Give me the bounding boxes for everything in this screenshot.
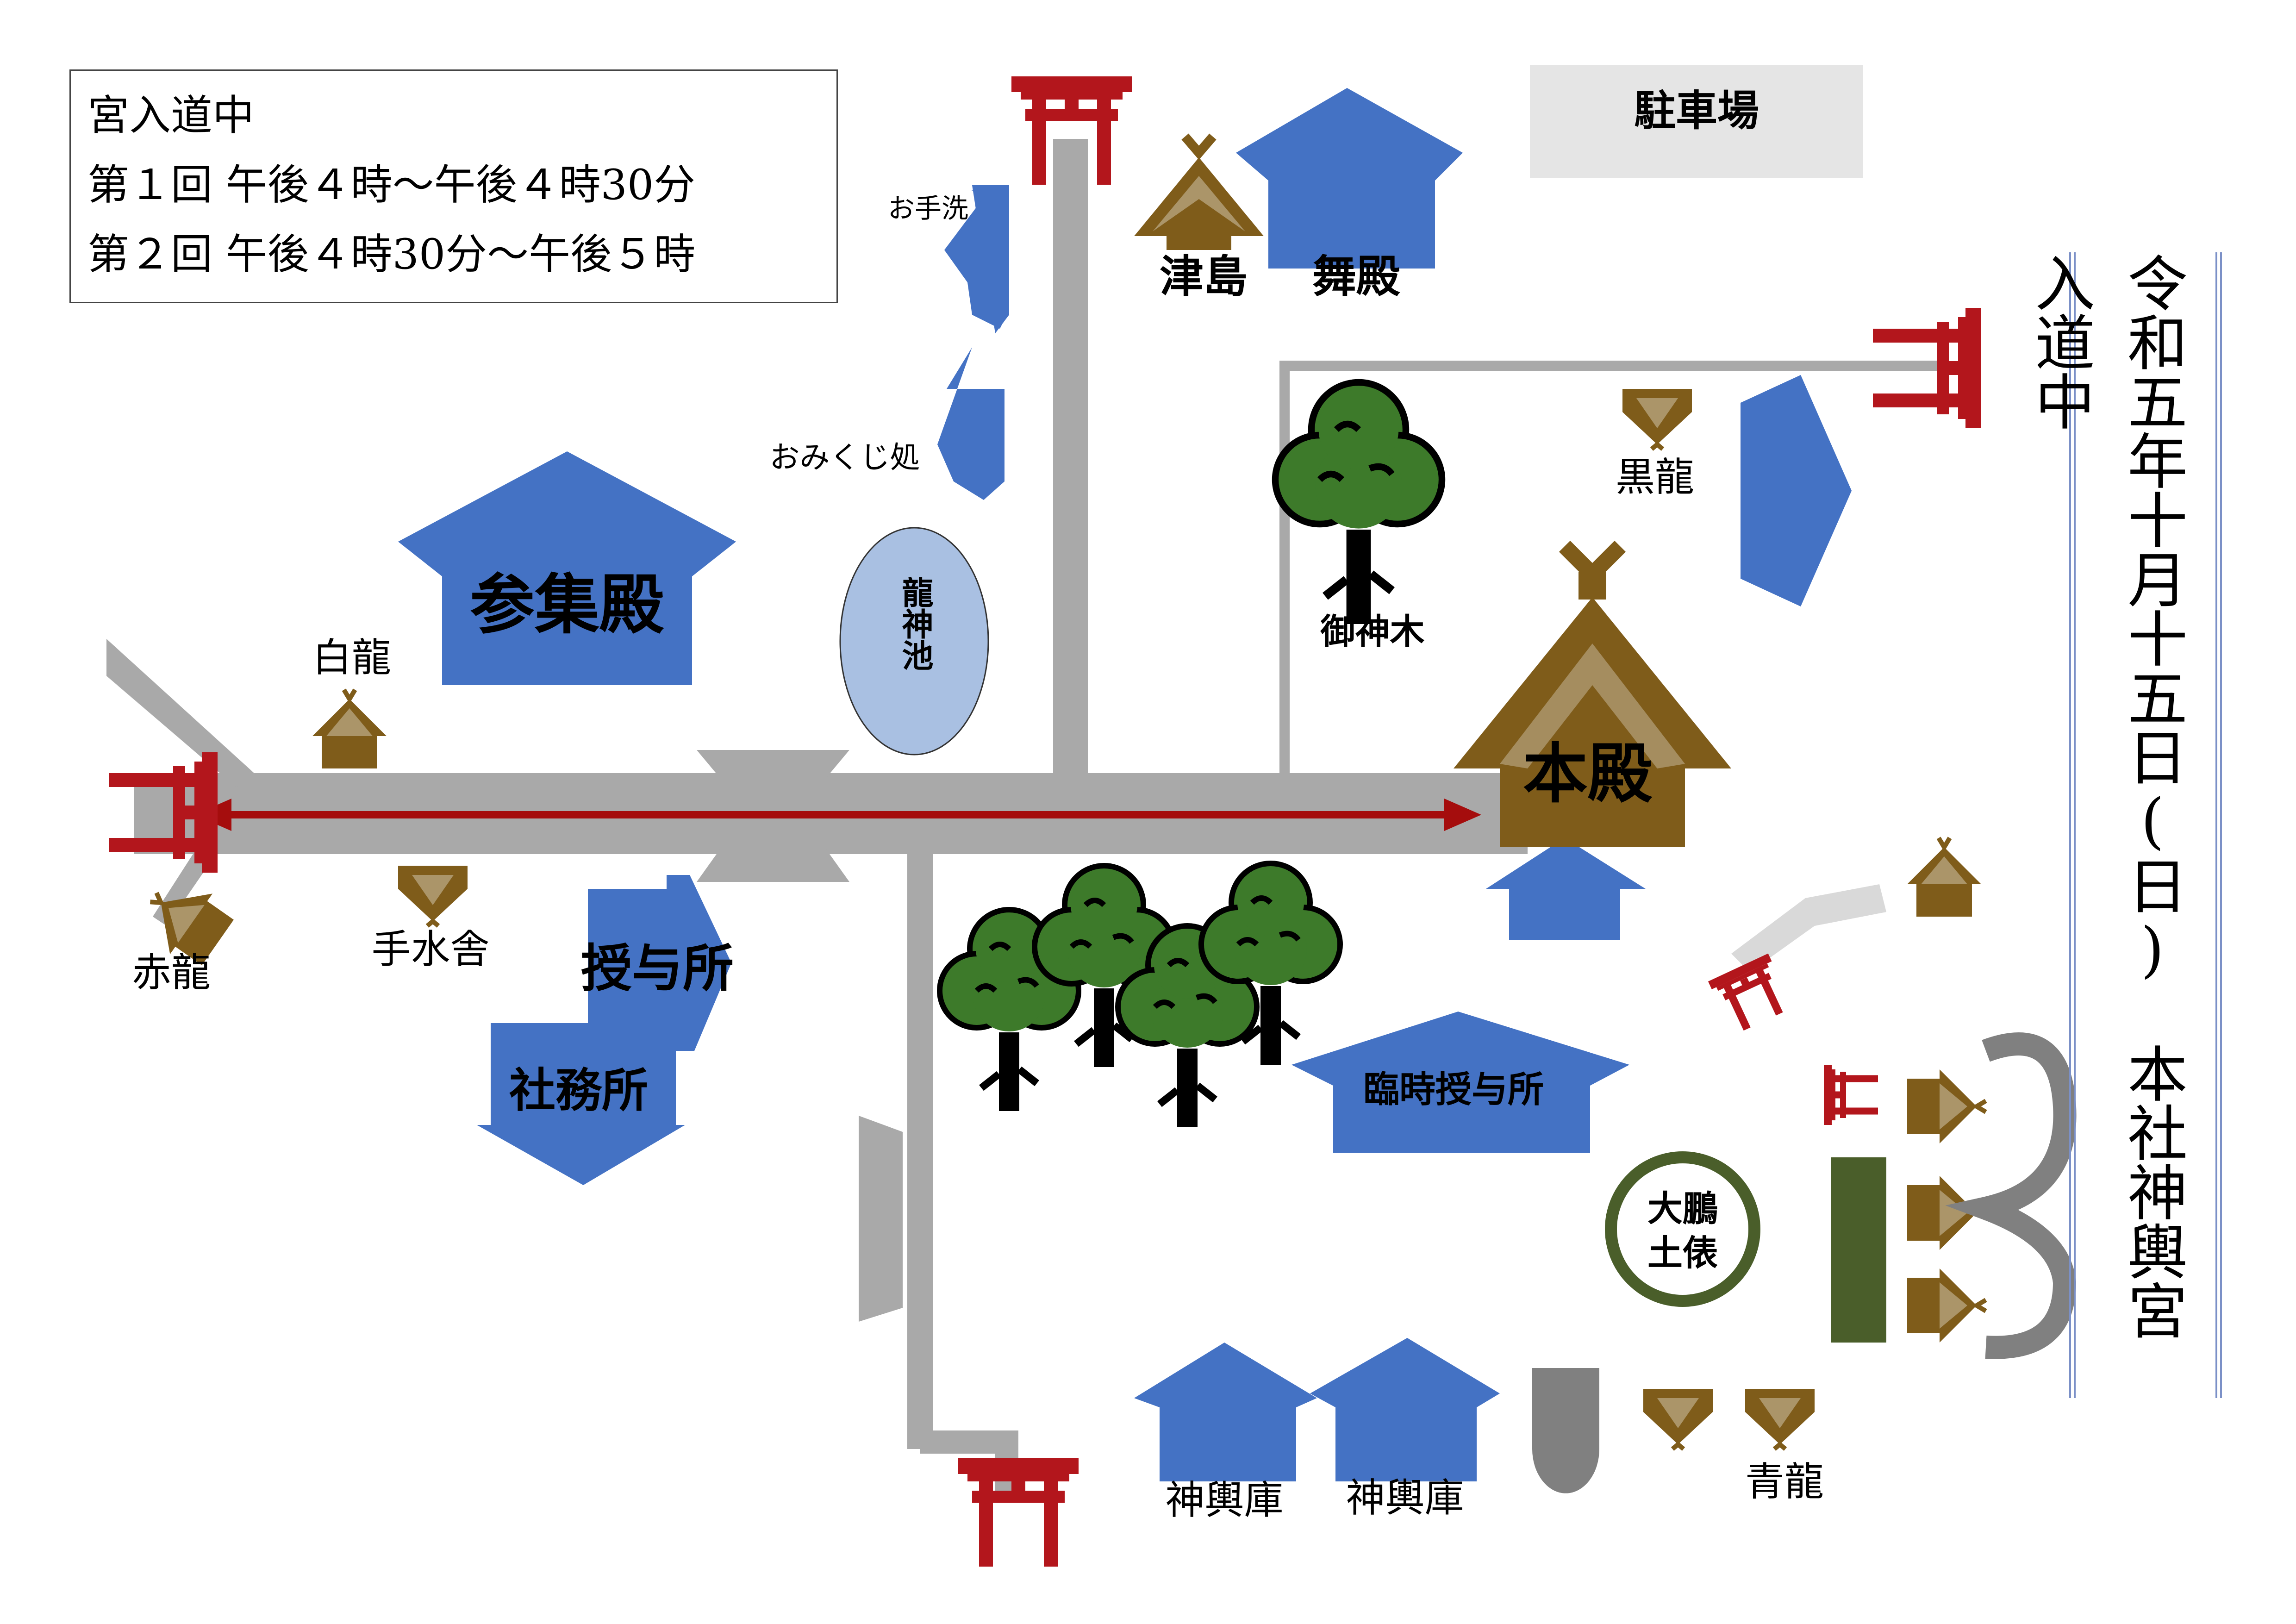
omikuji-label: おみくじ処 [769, 440, 920, 475]
ryujin-pond [839, 527, 989, 756]
title-rule-left [2069, 252, 2076, 1398]
event-name: 本社神輿宮入道中 [2025, 252, 2188, 1339]
schedule-box: 宮入道中 第１回 午後４時～午後４時30分 第２回 午後４時30分～午後５時 [69, 69, 838, 303]
mikoshi-ko-1-building [1134, 1343, 1317, 1481]
shrine-roof-icon [1907, 1268, 1986, 1343]
seiryu-label: 青龍 [1745, 1459, 1824, 1505]
sanshuden-label: 参集殿 [470, 568, 664, 643]
shrine-roof-icon [312, 690, 387, 768]
kokuryu-label: 黒龍 [1616, 455, 1694, 500]
south-path [907, 852, 933, 1449]
rinji-juyosho-label: 臨時授与所 [1363, 1069, 1544, 1111]
event-date: 令和五年十月十五日(日) [2117, 252, 2188, 984]
parking-area [1530, 65, 1863, 178]
rinji-juyosho-building [1292, 1012, 1629, 1153]
otearai-label: お手洗 [888, 193, 968, 224]
tree-icon [1275, 382, 1442, 624]
honden-building [1454, 540, 1731, 847]
shamusho-label: 社務所 [509, 1063, 648, 1118]
torii-icon [958, 1458, 1079, 1567]
shrine-roof-icon [1745, 1389, 1815, 1449]
event-title: 令和五年十月十五日(日) 本社神輿宮入道中 [2025, 252, 2199, 1398]
mikoshi-ko-2-label: 神輿庫 [1346, 1475, 1464, 1521]
sanshuden-building [398, 451, 736, 685]
mikoshi-ko-1-label: 神輿庫 [1165, 1478, 1283, 1524]
dark-green-block [1831, 1157, 1886, 1343]
taiho-dohyo-label: 大鵬土俵 [1647, 1188, 1718, 1274]
torii-icon [1824, 1065, 1878, 1125]
mikoshi-ko-2-building [1310, 1338, 1500, 1481]
parking-label: 駐車場 [1634, 87, 1759, 135]
event-title-panel: 令和五年十月十五日(日) 本社神輿宮入道中 [2025, 252, 2222, 1398]
shrine-roof-icon [1622, 389, 1692, 449]
maiden-label: 舞殿 [1312, 251, 1400, 302]
honden-entry [1486, 838, 1646, 940]
gray-stone [1532, 1368, 1599, 1493]
omikuji-building [937, 347, 1004, 500]
sekiryu-label: 赤龍 [132, 950, 211, 996]
hakuryu-label: 白龍 [312, 635, 391, 681]
shrine-roof-icon [1907, 1069, 1986, 1143]
buildings [398, 88, 1852, 1481]
kokuryu-building [1741, 375, 1852, 606]
maiden-building [1236, 88, 1463, 269]
honden-label: 本殿 [1523, 737, 1653, 812]
tsushima-label: 津島 [1160, 251, 1248, 302]
schedule-heading: 宮入道中 [87, 91, 254, 140]
shrine-roof-icon [1643, 1389, 1713, 1449]
torii-icon [1708, 953, 1793, 1036]
title-rule-right [2215, 252, 2222, 1398]
taiho-dohyo-ring [1605, 1151, 1760, 1307]
shrine-roof-icon [1907, 838, 1981, 917]
juyosho-label: 授与所 [581, 939, 734, 998]
schedule-round-2: 第２回 午後４時30分～午後５時 [87, 230, 696, 279]
temizusha-label: 手水舎 [371, 927, 489, 973]
tsushima-shrine [1134, 133, 1264, 250]
arc-structure [1945, 1032, 2077, 1359]
shamusho-building [477, 1023, 685, 1185]
shrine-roof-icon [398, 866, 468, 926]
goshinboku-label: 御神木 [1320, 611, 1424, 652]
juyosho-building [588, 875, 731, 1051]
paths [106, 139, 1940, 1495]
schedule-round-1: 第１回 午後４時～午後４時30分 [87, 161, 696, 209]
ryujin-pond-label: 龍神池 [896, 576, 933, 671]
north-path [1053, 139, 1088, 778]
